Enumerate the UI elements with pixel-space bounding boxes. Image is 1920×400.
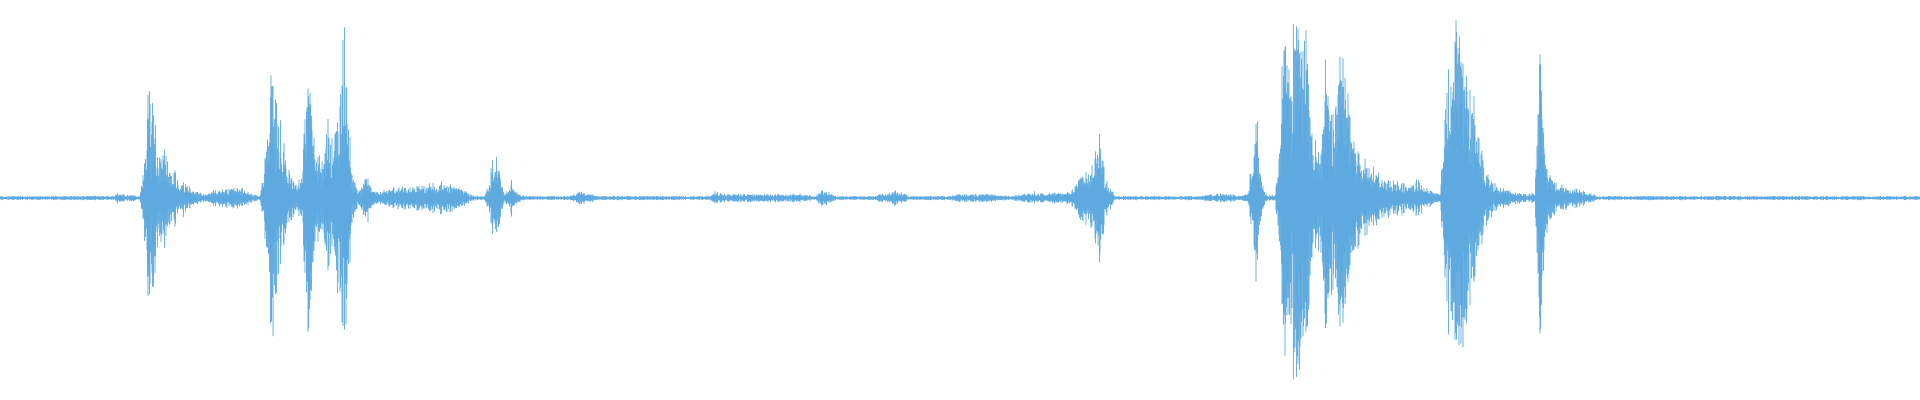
waveform-amplitude-path <box>0 20 1920 380</box>
waveform-trace <box>0 20 1920 380</box>
